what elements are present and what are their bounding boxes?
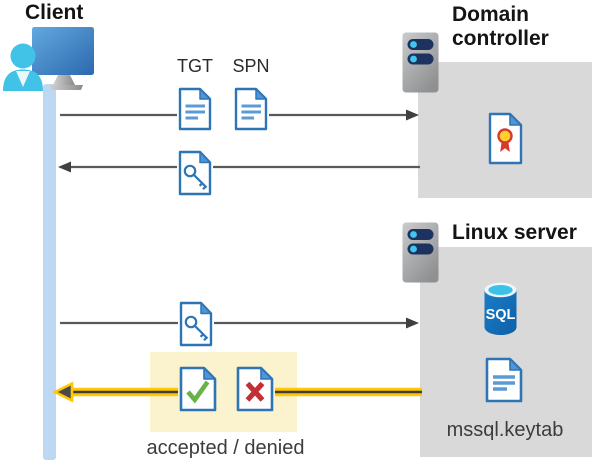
server-icon-linux [402,222,439,283]
certificate-document-icon [487,112,523,165]
linux-server-box [420,247,592,457]
domain-controller-label: Domain controller [452,3,549,51]
accepted-document-icon [178,366,218,412]
client-lifeline [43,84,56,460]
linux-server-label: Linux server [452,221,577,244]
key-icon [184,315,209,341]
client-label: Client [25,1,84,24]
result-label: accepted / denied [146,437,305,459]
check-icon [186,380,210,404]
keytab-document-icon [484,357,524,403]
user-icon [3,43,43,91]
tgt-document-icon [177,87,213,131]
sql-database-icon: SQL [482,281,519,336]
server-icon-domain [402,32,439,93]
arrow-client-to-linux [58,315,420,331]
key-document-icon [177,150,213,196]
keytab-label: mssql.keytab [446,419,564,441]
client-computer-icon [2,25,104,91]
key-document-icon-2 [178,301,214,347]
sql-badge-text: SQL [486,307,516,323]
monitor-icon [32,27,94,90]
tgt-label: TGT [177,56,213,76]
arrow-dc-to-client [54,159,422,175]
arrow-linux-to-client-highlighted [52,381,422,403]
arrow-client-to-dc [58,107,420,123]
spn-label: SPN [232,56,270,76]
spn-document-icon [233,87,269,131]
denied-document-icon [235,366,275,412]
x-icon [245,381,265,402]
key-icon [183,164,208,190]
